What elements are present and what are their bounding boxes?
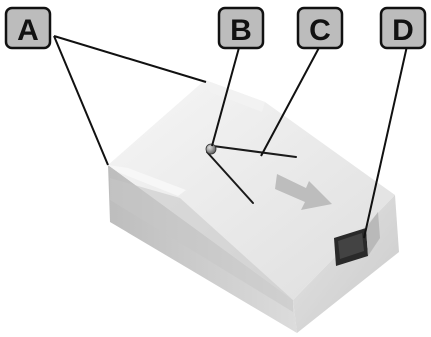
callout-a-label: A xyxy=(17,14,39,47)
direction-arrow-icon xyxy=(275,174,332,210)
leader-a-left xyxy=(53,35,109,166)
leader-lines xyxy=(53,35,408,239)
groove-upper xyxy=(212,145,297,158)
front-shade xyxy=(110,178,293,312)
callout-c-label: C xyxy=(309,14,331,47)
cartridge-box xyxy=(108,80,399,333)
leader-d xyxy=(363,45,408,239)
callout-c-box xyxy=(296,6,344,50)
groove-lower xyxy=(206,151,254,204)
callout-a-box xyxy=(4,6,52,50)
leader-a-top xyxy=(53,35,207,83)
callout-d-label: D xyxy=(392,14,414,47)
leader-b xyxy=(211,43,241,147)
callout-a: A xyxy=(4,6,52,50)
callout-d: D xyxy=(379,6,427,50)
callout-b: B xyxy=(217,6,265,50)
top-grooves xyxy=(206,145,297,204)
lid-edge-left xyxy=(108,165,186,196)
callout-b-box xyxy=(217,6,265,50)
leader-c xyxy=(260,43,322,157)
box-top-face xyxy=(108,80,395,300)
connector-icon xyxy=(334,212,380,266)
lid-edge-top xyxy=(205,80,265,112)
callout-b-label: B xyxy=(230,14,252,47)
callout-c: C xyxy=(296,6,344,50)
pivot-pin-icon xyxy=(205,143,217,155)
callout-d-box xyxy=(379,6,427,50)
